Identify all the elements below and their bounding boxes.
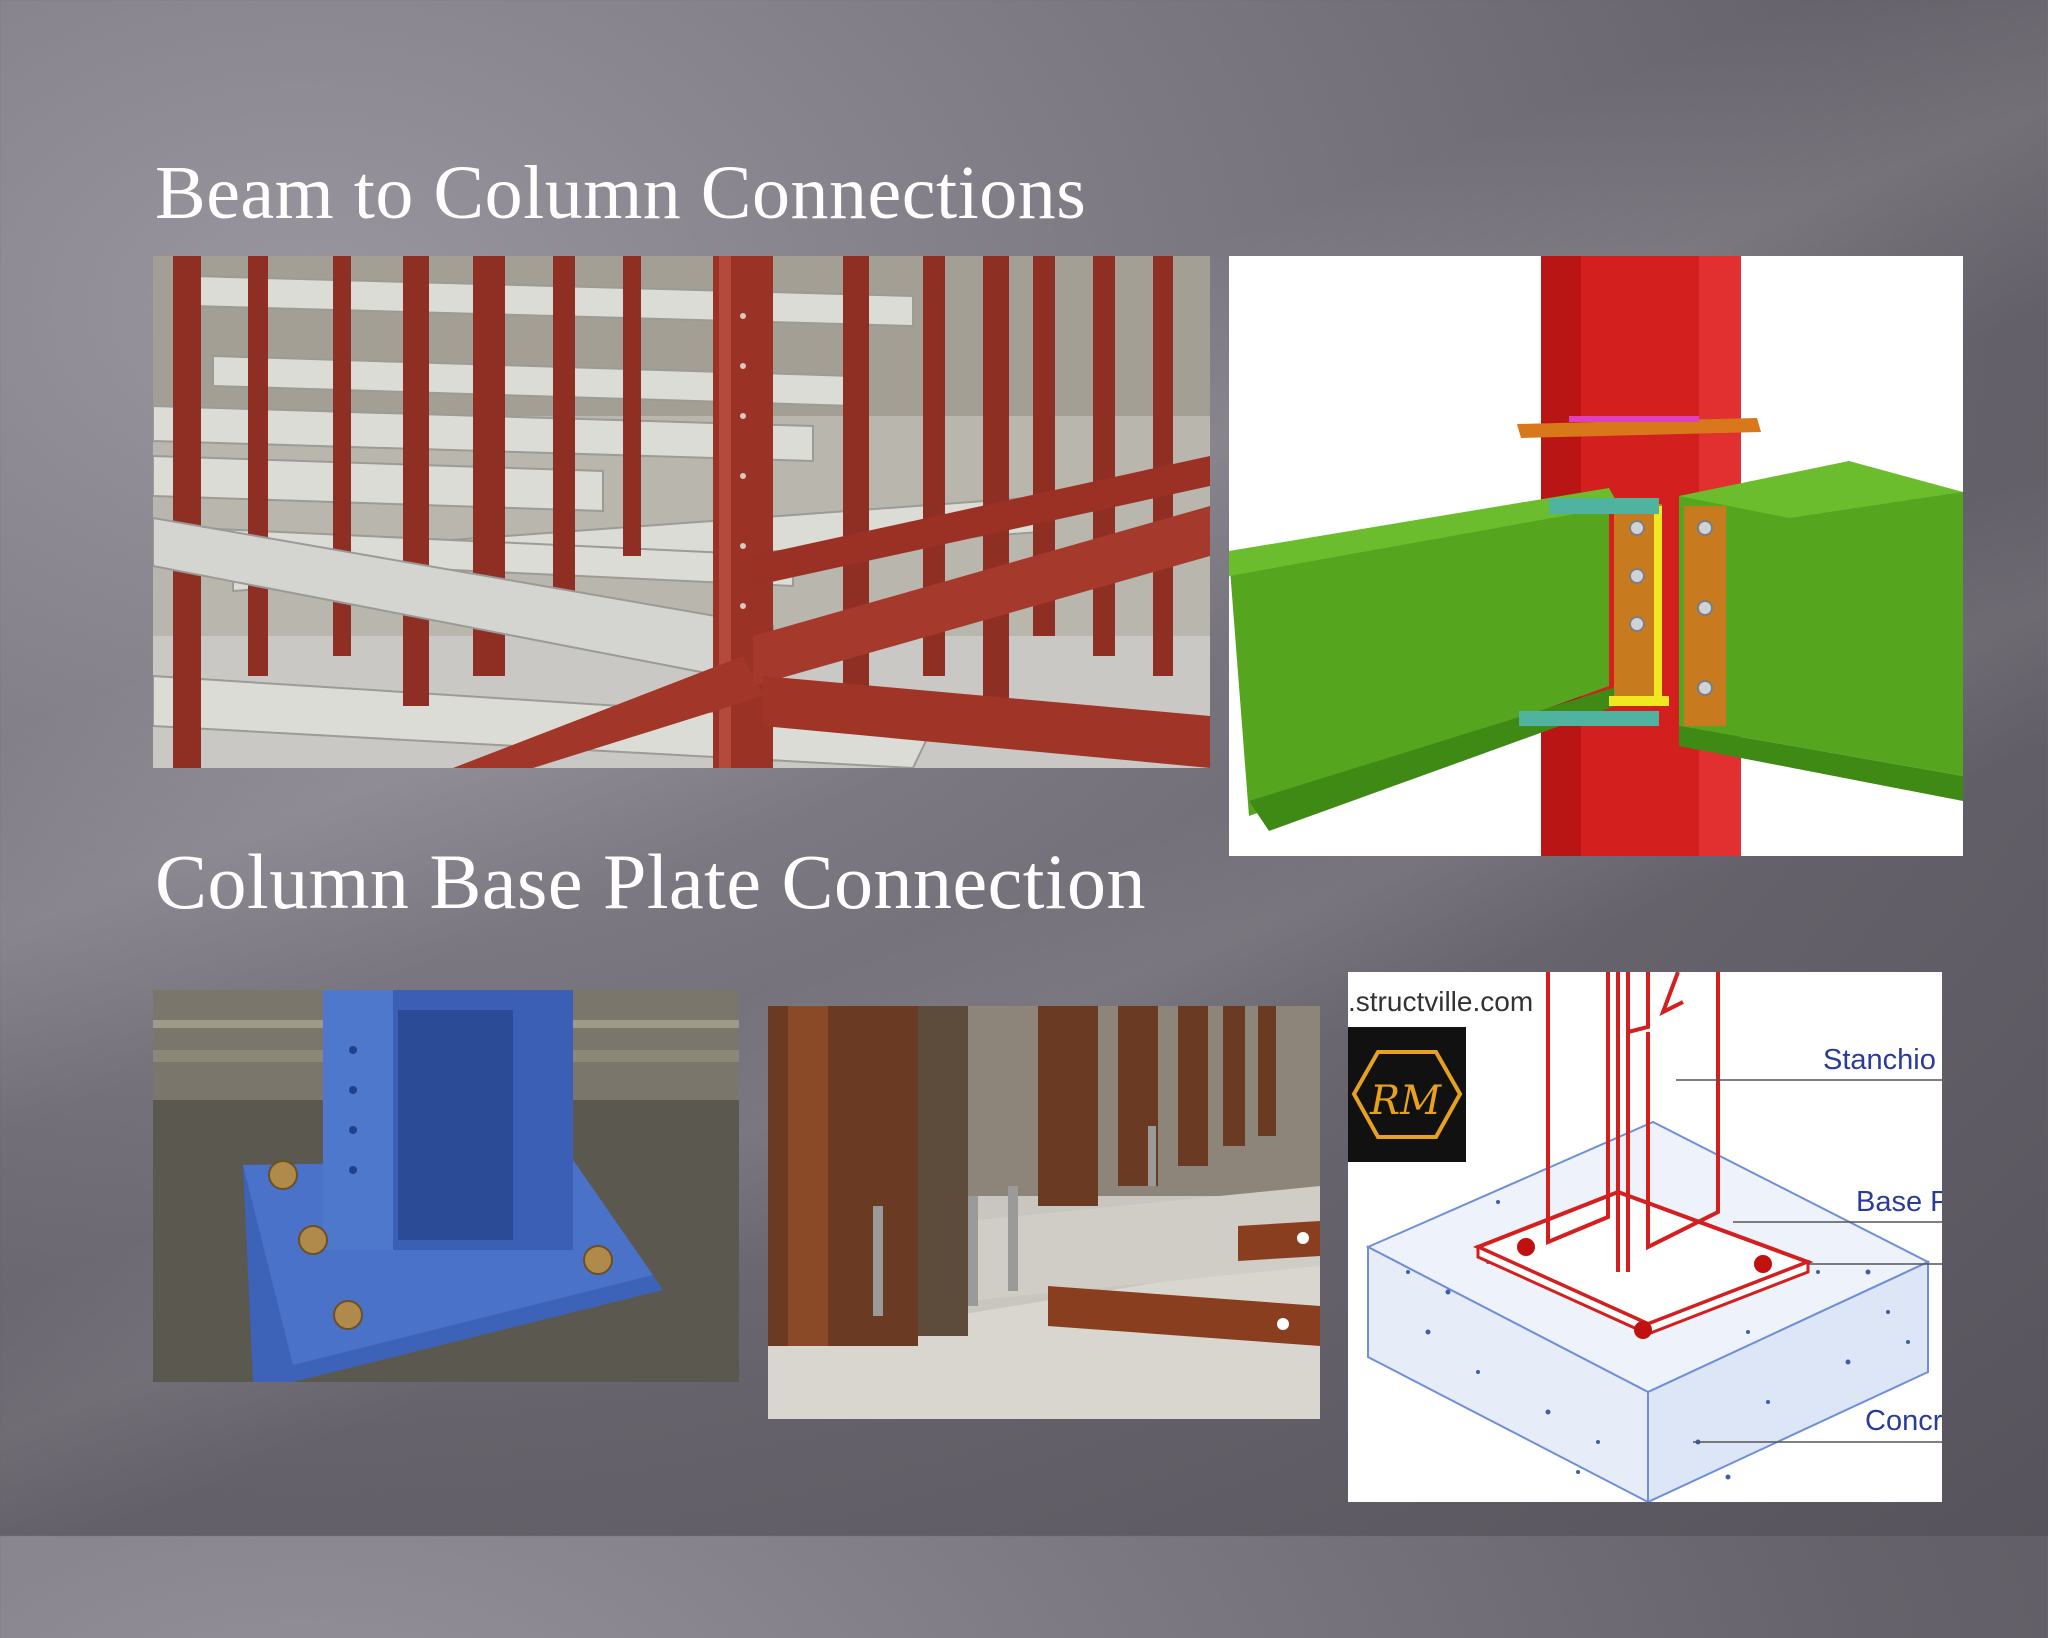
label-stanchion: Stanchio (1823, 1044, 1936, 1076)
label-base-plate: Base P (1856, 1186, 1942, 1218)
label-concrete: Concr (1865, 1405, 1942, 1437)
slide-heading-beam-to-column: Beam to Column Connections (155, 151, 1087, 235)
beam-column-connection-3d-model (1229, 256, 1963, 856)
structville-watermark: .structville.com (1348, 986, 1534, 1017)
base-plate-diagram: .structville.com RM Stanchio Base P Conc… (1348, 972, 1942, 1502)
rm-logo-text: RM (1370, 1078, 1442, 1124)
blue-column-base-plate-photo (153, 990, 739, 1382)
steel-frame-construction-photo (153, 256, 1210, 768)
rusty-column-base-plates-photo (768, 1006, 1320, 1419)
slide-heading-base-plate: Column Base Plate Connection (155, 838, 1147, 925)
